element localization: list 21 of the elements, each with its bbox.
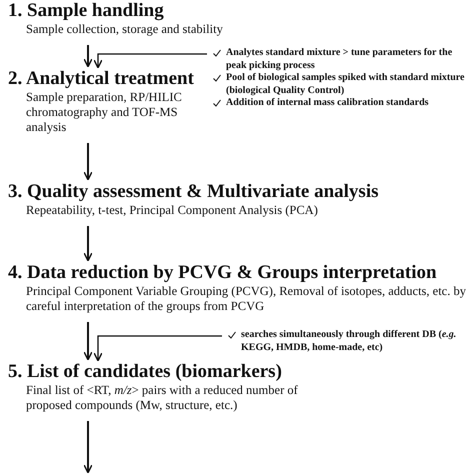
note-text: searches simultaneously through different DB (e.g. KEGG, HMDB, home-made, etc) (241, 329, 456, 352)
step-description: Sample collection, storage and stability (26, 22, 224, 37)
arrow (83, 421, 93, 474)
step-title: 1. Sample handling (8, 0, 165, 22)
step-title: 3. Quality assessment & Multivariate analysis (8, 181, 380, 203)
step-description: Principal Component Variable Grouping (PCVG), Removal of isotopes, adducts, etc. by careful interpretation of the groups from PCVG (26, 284, 467, 314)
step-description: Final list of <RT, m/z> pairs with a reduced number of proposed compounds (Mw, structure, etc.) (26, 383, 299, 413)
note-text: Addition of internal mass calibration standards (226, 97, 429, 108)
note-text: Analytes standard mixture > tune parameters for the peak picking process (226, 47, 452, 70)
step-title: 2. Analytical treatment (8, 68, 195, 90)
arrow (93, 335, 222, 362)
step-title: 4. Data reduction by PCVG & Groups interpretation (8, 262, 438, 284)
note-text: Pool of biological samples spiked with standard mixture (biological Quality Control) (226, 72, 464, 96)
step-title: 5. List of candidates (biomarkers) (8, 361, 283, 383)
arrow (93, 53, 207, 69)
arrow (83, 143, 93, 181)
step-description: Repeatability, t-test, Principal Component Analysis (PCA) (26, 203, 319, 218)
step-description: Sample preparation, RP/HILIC chromatography and TOF-MS analysis (26, 90, 183, 135)
arrow (83, 45, 93, 68)
arrow (83, 226, 93, 262)
arrow (83, 322, 93, 361)
